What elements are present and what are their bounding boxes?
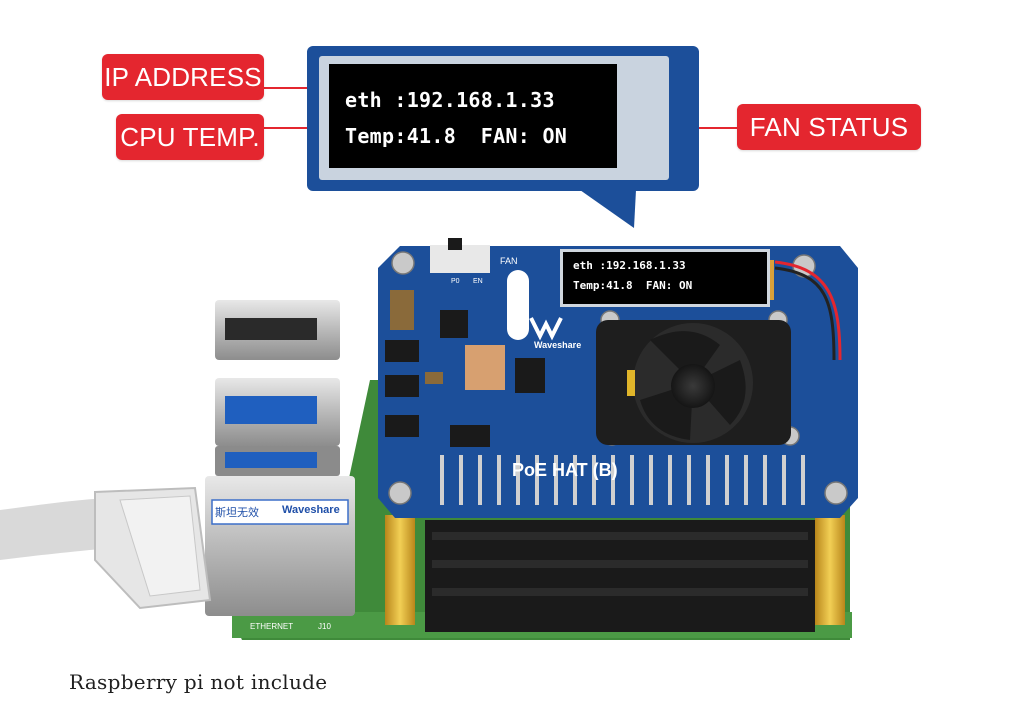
caption-text: Raspberry pi not include: [69, 670, 328, 694]
fan-wire-black: [774, 266, 836, 361]
fan-silkscreen: FAN: [500, 256, 518, 266]
jack-sticker-brand: Waveshare: [282, 504, 340, 516]
waveshare-logo: [529, 317, 563, 341]
oled-zoom-screen: eth :192.168.1.33 Temp:41.8 FAN: ON: [329, 64, 617, 168]
board-components: [385, 238, 545, 447]
ip-address-callout: IP ADDRESS: [102, 54, 264, 100]
j10-silkscreen: J10: [318, 622, 331, 631]
cpu-temp-callout: CPU TEMP.: [116, 114, 264, 160]
en-silkscreen: EN: [473, 278, 483, 285]
oled-zoom-panel: eth :192.168.1.33 Temp:41.8 FAN: ON: [307, 46, 699, 191]
gpio-pins: [440, 455, 805, 505]
p0-silkscreen: P0: [451, 278, 460, 285]
oled-small-ip-line: eth :192.168.1.33: [573, 259, 686, 272]
jack-sticker-cn: 斯坦无效: [215, 506, 259, 519]
usb-ports: [215, 300, 340, 476]
standoff-right: [815, 515, 845, 625]
oled-zoom-bezel: eth :192.168.1.33 Temp:41.8 FAN: ON: [319, 56, 669, 180]
oled-ip-line: eth :192.168.1.33: [345, 88, 555, 112]
ethernet-cable: [0, 486, 212, 610]
fan-wire-red: [774, 260, 842, 361]
ethernet-silkscreen: ETHERNET: [250, 622, 294, 631]
ethernet-jack: [205, 476, 355, 616]
oled-small-temp-fan-line: Temp:41.8 FAN: ON: [573, 279, 693, 292]
header-slots: [432, 532, 808, 596]
oled-small-screen: eth :192.168.1.33 Temp:41.8 FAN: ON: [560, 249, 770, 307]
standoff-left: [385, 515, 415, 625]
brand-silkscreen: Waveshare: [534, 340, 582, 350]
model-silkscreen: PoE HAT (B): [512, 460, 618, 480]
oled-temp-fan-line: Temp:41.8 FAN: ON: [345, 124, 568, 148]
zoom-pointer-tail: [580, 190, 636, 228]
fan-status-callout: FAN STATUS: [737, 104, 921, 150]
cooling-fan: [596, 320, 791, 445]
